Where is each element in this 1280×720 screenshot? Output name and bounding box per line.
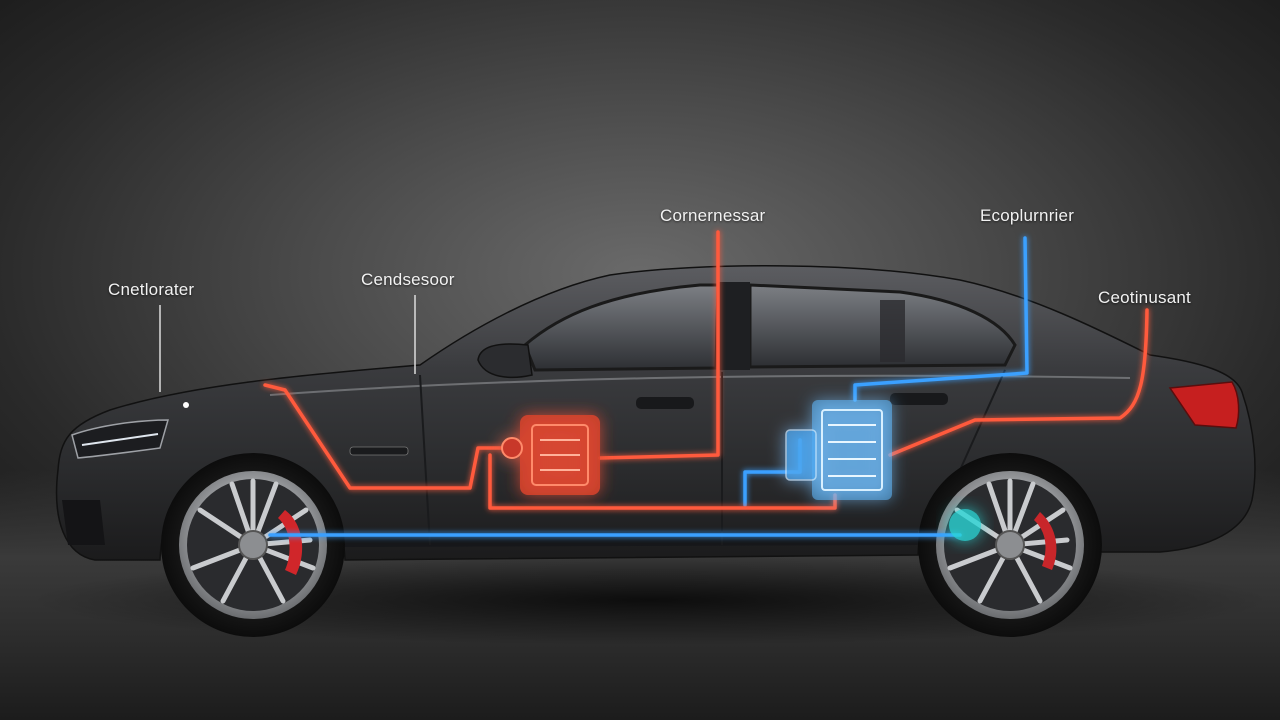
hot-line-compressor-up	[598, 230, 720, 460]
front-door-handle	[636, 397, 694, 409]
refrigerant-high-pressure-lines	[263, 230, 1149, 510]
rear-door-handle	[890, 393, 948, 405]
door-line-front	[419, 374, 431, 546]
headlight-strip	[81, 433, 159, 446]
side-mirror	[477, 343, 533, 379]
evaporator-unit	[785, 400, 892, 500]
label-compressor: Cornernessar	[660, 206, 766, 225]
side-vent	[349, 446, 409, 456]
label-rear-component: Ceotinusant	[1098, 288, 1191, 307]
compressor-unit	[501, 415, 600, 495]
c-pillar-trim	[880, 300, 905, 362]
front-grille	[62, 500, 105, 545]
label-evaporator: Ecoplurnrier	[980, 206, 1075, 225]
lower-sill	[344, 531, 919, 547]
b-pillar	[718, 282, 750, 370]
hot-line-lower	[488, 453, 837, 510]
hot-line-front-loop	[263, 383, 520, 490]
cold-line-evaporator-return	[853, 236, 1029, 402]
label-condenser: Cendsesoor	[361, 270, 455, 289]
rear-wheel	[918, 453, 1102, 637]
taillight	[1168, 381, 1240, 429]
rear-wheel-glow	[949, 509, 981, 541]
front-window	[523, 283, 720, 372]
front-wheel	[161, 453, 345, 637]
label-front-component: Cnetlorater	[108, 280, 195, 299]
hot-line-rear-loop	[888, 308, 1149, 457]
front-sensor-dot	[183, 402, 189, 408]
label-leader-lines	[159, 295, 416, 392]
